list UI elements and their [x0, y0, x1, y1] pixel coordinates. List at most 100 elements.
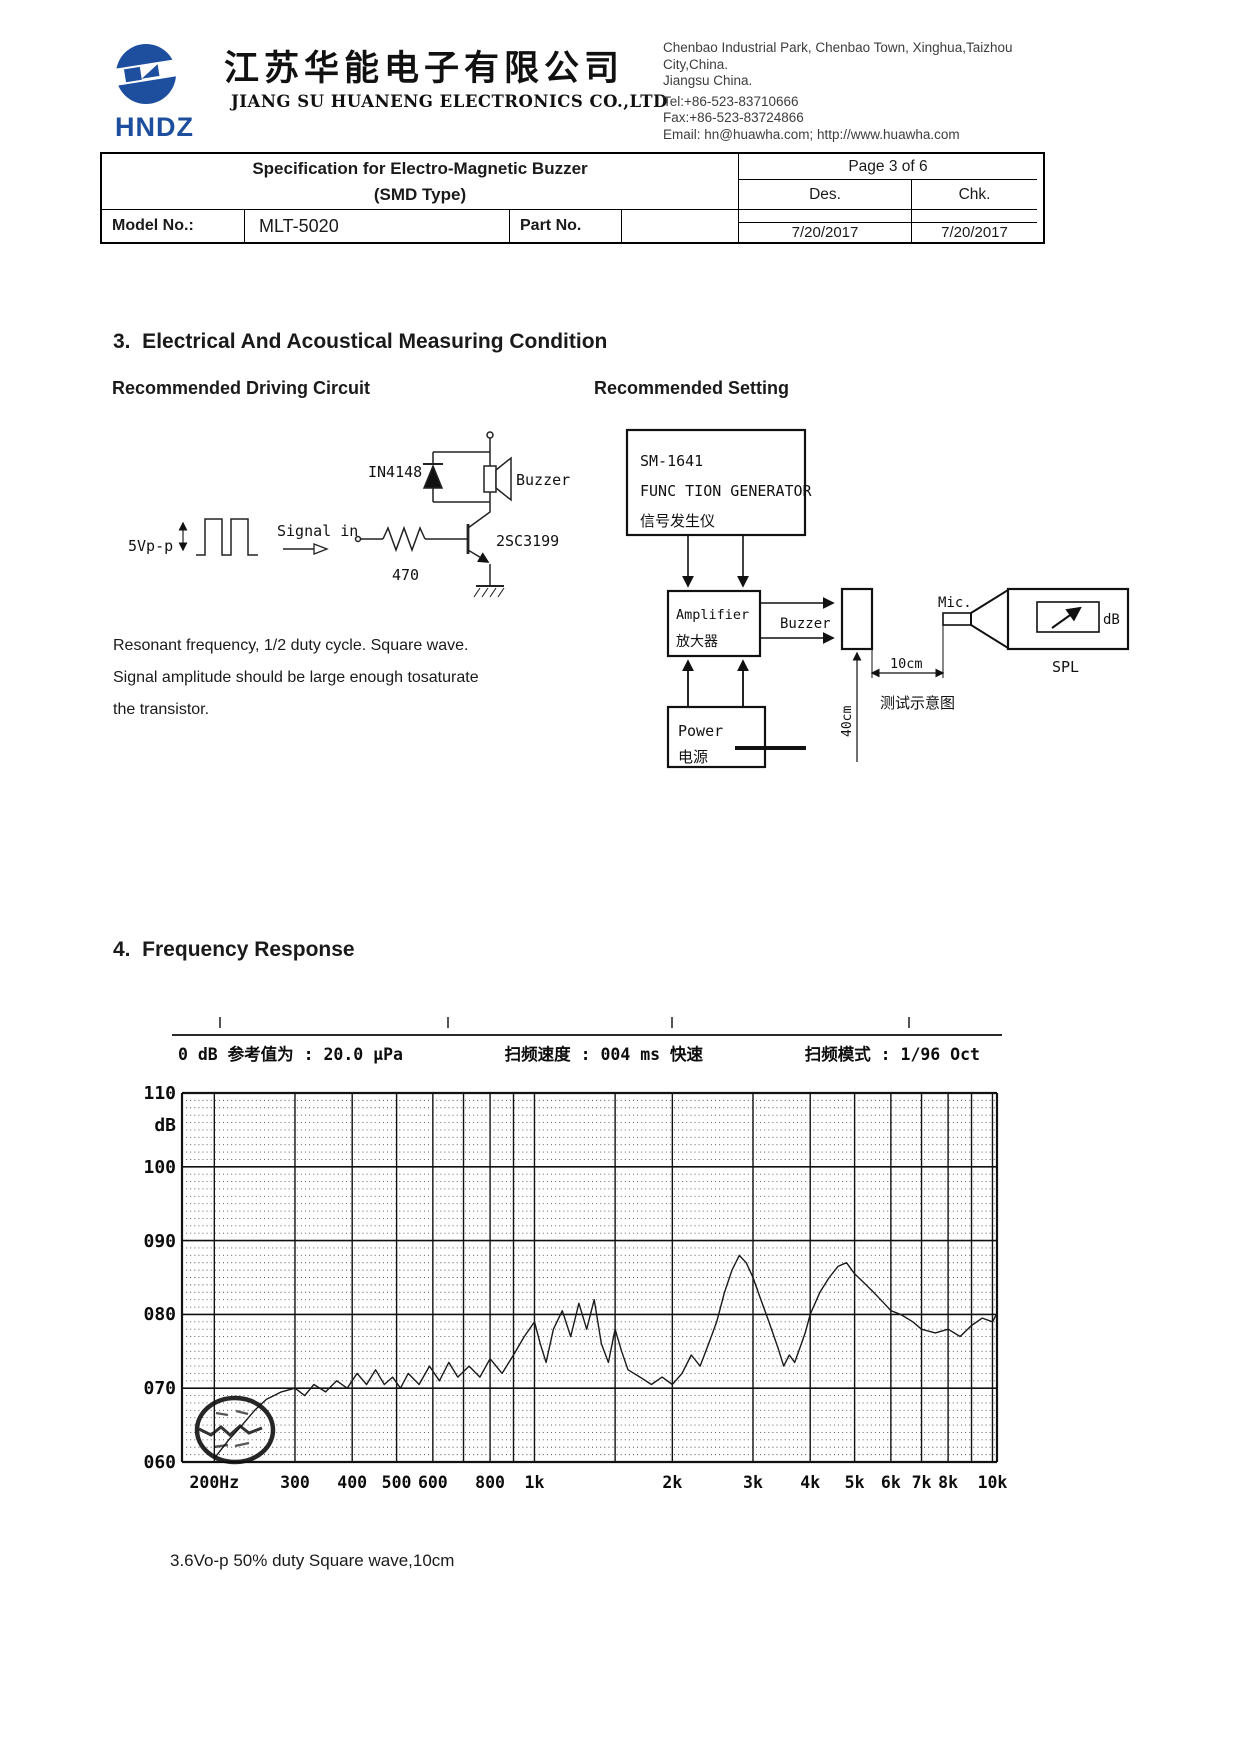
chart-condition-note: 3.6Vo-p 50% duty Square wave,10cm: [170, 1551, 455, 1570]
scan-tick: [671, 1017, 673, 1028]
address-line: Chenbao Industrial Park, Chenbao Town, X…: [663, 40, 1013, 55]
y-axis-tick-label: 080: [143, 1304, 176, 1326]
buzzer-under-test-box: [840, 587, 874, 651]
amplifier-box: [666, 589, 762, 658]
response-curve: [213, 1254, 998, 1459]
function-generator-box: [625, 428, 807, 537]
note-line: Signal amplitude should be large enough …: [113, 669, 479, 686]
driving-circuit-title: Recommended Driving Circuit: [112, 378, 371, 398]
x-axis-tick-label: 6k: [880, 1473, 901, 1492]
logo-text: HNDZ: [115, 112, 194, 142]
address-line: City,China.: [663, 56, 729, 72]
meter-needle: [1051, 606, 1082, 629]
buzzer-block-label: Buzzer: [780, 616, 831, 632]
measuring-condition-notes: Resonant frequency, 1/2 duty cycle. Squa…: [113, 630, 479, 726]
buzzer-symbol: [483, 465, 497, 493]
y-axis-unit-label: dB: [154, 1115, 176, 1137]
address-line: Jiangsu China.: [663, 73, 753, 88]
chart-sweep-mode-text: 扫频模式 : 1/96 Oct: [804, 1045, 980, 1064]
y-axis-tick-label: 100: [143, 1156, 176, 1178]
spec-header-table: Specification for Electro-Magnetic Buzze…: [100, 152, 1045, 244]
stamp-mark: [198, 1424, 263, 1438]
spl-label: SPL: [1052, 658, 1079, 676]
chart-header-row: 0 dB 参考值为 : 20.0 μPa 扫频速度 : 004 ms 快速 扫频…: [178, 1041, 980, 1065]
company-name-cn: 江苏华能电子有限公司: [224, 48, 625, 89]
x-axis-tick-label: 300: [280, 1473, 310, 1492]
model-no-value: MLT-5020: [245, 210, 510, 242]
y-axis-tick-label: 060: [143, 1452, 176, 1473]
logo-emblem: [111, 44, 180, 104]
signal-in-label: Signal in: [277, 522, 358, 540]
x-axis-tick-label: 10k: [977, 1473, 1008, 1492]
part-no-label: Part No.: [510, 210, 622, 242]
x-axis-tick-label: 200Hz: [189, 1473, 240, 1492]
tel-line: Tel:+86-523-83710666: [663, 93, 799, 109]
company-logo: HNDZ: [111, 44, 194, 142]
chart-top-border: [172, 1034, 1002, 1036]
x-axis-tick-label: 7k: [911, 1473, 932, 1492]
amplifier-cn-label: 放大器: [676, 634, 718, 650]
x-axis-tick-label: 1k: [524, 1473, 545, 1492]
buzzer-label: Buzzer: [516, 471, 570, 489]
generator-name-label: FUNC TION GENERATOR: [640, 482, 813, 500]
amplifier-en-label: Amplifier: [676, 607, 749, 623]
x-axis-tick-label: 8k: [938, 1473, 959, 1492]
power-cn-label: 电源: [678, 748, 708, 766]
chart-reference-text: 0 dB 参考值为 : 20.0 μPa: [178, 1045, 403, 1064]
part-no-value: [622, 210, 739, 242]
spec-title-line1: Specification for Electro-Magnetic Buzze…: [252, 158, 588, 178]
x-axis-tick-label: 5k: [844, 1473, 865, 1492]
x-axis-tick-label: 600: [417, 1473, 448, 1492]
chk-header: Chk.: [912, 180, 1037, 210]
power-box: [666, 705, 767, 769]
des-date: 7/20/2017: [739, 223, 912, 242]
x-axis-tick-label: 4k: [800, 1473, 821, 1492]
driving-circuit-diagram: IN4148 Buzzer 2SC3199 470 Signal in 5Vp-…: [128, 431, 570, 598]
x-axis-tick-label: 800: [475, 1473, 505, 1492]
ink-stamp: [194, 1395, 276, 1465]
y-axis-tick-label: 090: [143, 1230, 176, 1252]
signal-arrow: [313, 543, 329, 555]
chk-date: 7/20/2017: [941, 224, 1008, 241]
scan-tick: [219, 1017, 221, 1028]
section3-heading: 3. Electrical And Acoustical Measuring C…: [113, 330, 608, 353]
page-indicator: Page 3 of 6: [739, 154, 1037, 180]
mic-label: Mic.: [938, 595, 972, 611]
note-line: the transistor.: [113, 701, 210, 718]
40cm-label: 40cm: [840, 706, 855, 737]
vpp-label: 5Vp-p: [128, 537, 173, 555]
input-terminal: [354, 535, 362, 543]
generator-cn-label: 信号发生仪: [640, 512, 715, 530]
10cm-label: 10cm: [890, 656, 923, 672]
square-wave-symbol: [196, 518, 258, 556]
power-en-label: Power: [678, 722, 723, 740]
des-header: Des.: [739, 180, 912, 210]
diode-symbol: [422, 464, 444, 489]
company-name-en: JIANG SU HUANENG ELECTRONICS CO.,LTD: [231, 92, 668, 111]
recommended-setting-title: Recommended Setting: [594, 378, 790, 398]
db-label: dB: [1103, 612, 1120, 628]
meter-dial: [1036, 601, 1100, 633]
spec-title-cell: Specification for Electro-Magnetic Buzze…: [102, 154, 739, 210]
x-axis-tick-label: 3k: [743, 1473, 763, 1492]
chk-empty-cell: [912, 210, 1037, 223]
resistor-symbol: [382, 525, 426, 553]
company-contact-block: Chenbao Industrial Park, Chenbao Town, X…: [663, 40, 1063, 143]
email-line: Email: hn@huawha.com; http://www.huawha.…: [663, 126, 960, 142]
chart-plot-svg: [180, 1091, 999, 1465]
diode-label: IN4148: [368, 463, 422, 481]
note-line: Resonant frequency, 1/2 duty cycle. Squa…: [113, 637, 469, 654]
y-axis-tick-label: 110: [143, 1083, 176, 1104]
x-axis-tick-label: 500: [381, 1473, 412, 1492]
spec-title-line2: (SMD Type): [373, 184, 467, 204]
x-axis-tick-label: 400: [337, 1473, 368, 1492]
stamp-mark: [213, 1409, 250, 1449]
scan-tick: [447, 1017, 449, 1028]
scan-tick: [908, 1017, 910, 1028]
y-axis-tick-label: 070: [143, 1378, 176, 1400]
spl-meter-box: [1006, 587, 1130, 651]
microphone-symbol: [942, 612, 972, 626]
frequency-response-chart: 0 dB 参考值为 : 20.0 μPa 扫频速度 : 004 ms 快速 扫频…: [140, 1015, 1080, 1520]
x-axis-tick-label: 2k: [662, 1473, 683, 1492]
